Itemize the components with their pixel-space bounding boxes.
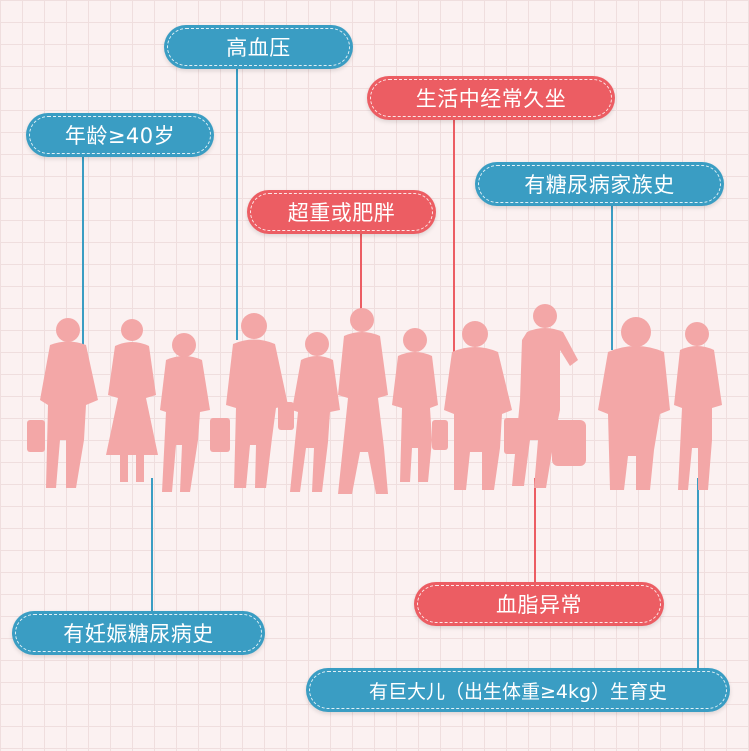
tag-macrosomia: 有巨大儿（出生体重≥4kg）生育史 — [306, 668, 730, 712]
person-silhouette — [598, 317, 670, 490]
tag-sedentary: 生活中经常久坐 — [367, 76, 615, 120]
person-silhouette — [210, 313, 294, 488]
person-silhouette — [160, 333, 210, 492]
tag-dyslipidemia: 血脂异常 — [414, 582, 664, 626]
person-silhouette — [290, 332, 340, 492]
person-silhouette — [444, 321, 522, 490]
person-silhouette — [106, 319, 158, 482]
tag-family-history: 有糖尿病家族史 — [475, 162, 724, 206]
person-silhouette — [674, 322, 722, 490]
tag-overweight: 超重或肥胖 — [247, 190, 436, 234]
person-silhouette — [392, 328, 448, 482]
tag-gestational-diabetes: 有妊娠糖尿病史 — [12, 611, 265, 655]
tag-age: 年龄≥40岁 — [26, 113, 214, 157]
tag-hypertension: 高血压 — [164, 25, 353, 69]
person-silhouette — [512, 304, 586, 488]
person-silhouette — [27, 318, 98, 488]
person-silhouette — [338, 308, 388, 494]
